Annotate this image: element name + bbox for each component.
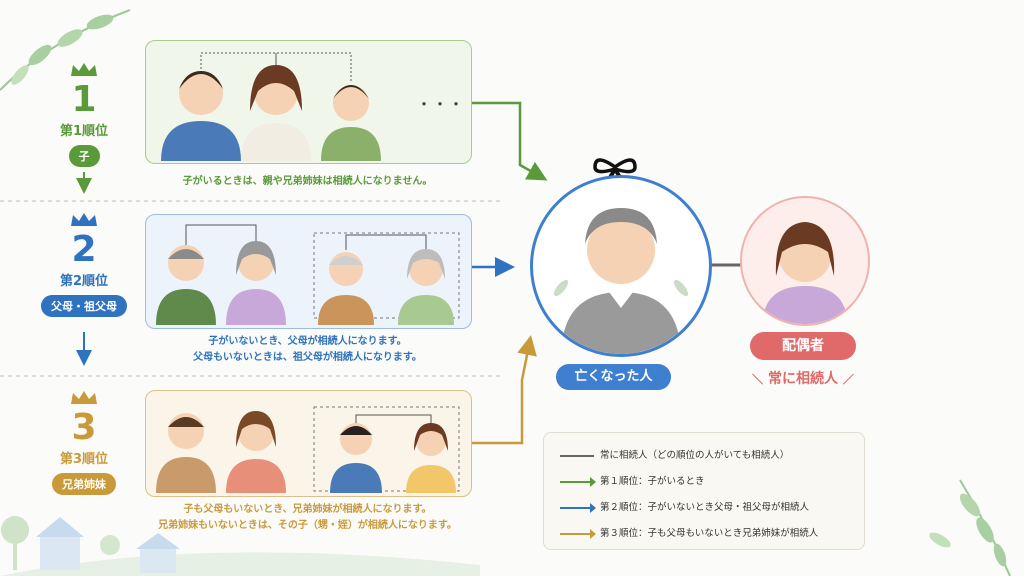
rank-number: 3	[71, 407, 97, 448]
town-decoration-icon	[0, 516, 480, 576]
siblings-illustration	[156, 406, 460, 493]
spouse-label: 配偶者	[750, 332, 856, 360]
deceased-portrait	[530, 175, 712, 357]
caption-line: 父母もいないときは、祖父母が相続人になります。	[193, 352, 422, 363]
crown-icon	[71, 63, 97, 76]
rank-1-caption: 子がいるときは、親や兄弟姉妹は相続人になりません。	[140, 174, 475, 190]
legend-item-rank3: 第３順位：子も父母もいないとき兄弟姉妹が相続人	[560, 525, 818, 539]
spark-icon: ／	[842, 373, 854, 386]
children-illustration	[161, 52, 381, 161]
rank-1-people-box: ・・・	[145, 40, 472, 164]
rank-number: 1	[71, 79, 97, 120]
rank-pill: 父母・祖父母	[41, 295, 127, 317]
rank-3: 3 第3順位 兄弟姉妹	[39, 390, 129, 495]
legend-item-rank1: 第１順位：子がいるとき	[560, 473, 705, 487]
rank-pill: 子	[68, 145, 100, 167]
rank-label: 第3順位	[59, 452, 109, 467]
rank-1: 1 第1順位 子	[39, 62, 129, 167]
crown-icon	[71, 391, 97, 404]
caption-line: 子がいないとき、父母が相続人になります。	[208, 336, 407, 347]
rank-label: 第2順位	[59, 274, 109, 289]
rank-3-people-box	[145, 390, 472, 497]
leaf-decoration-icon	[929, 479, 1011, 576]
caption-line: 子がいるときは、親や兄弟姉妹は相続人になりません。	[182, 176, 433, 187]
rank-number: 2	[71, 229, 97, 270]
caption-line: 兄弟姉妹もいないときは、その子（甥・姪）が相続人になります。	[158, 520, 457, 531]
elderly-woman-illustration	[762, 222, 848, 324]
spark-icon: ＼	[752, 373, 764, 386]
spouse-portrait	[740, 196, 870, 326]
spouse-sublabel: ＼ 常に相続人 ／	[740, 368, 866, 388]
caption-line: 子も父母もいないとき、兄弟姉妹が相続人になります。	[183, 504, 432, 515]
rank-pill: 兄弟姉妹	[52, 473, 116, 495]
more-indicator: ・・・	[416, 95, 465, 114]
legend: 常に相続人（どの順位の人がいても相続人） 第１順位：子がいるとき 第２順位：子が…	[543, 432, 865, 550]
parents-grandparents-illustration	[156, 224, 460, 325]
legend-item-always: 常に相続人（どの順位の人がいても相続人）	[560, 447, 789, 461]
spouse-sublabel-text: 常に相続人	[768, 371, 838, 387]
legend-item-rank2: 第２順位：子がいないとき父母・祖父母が相続人	[560, 499, 809, 513]
leaf-decoration-icon	[0, 9, 131, 91]
rank-3-caption: 子も父母もいないとき、兄弟姉妹が相続人になります。 兄弟姉妹もいないときは、その…	[120, 502, 495, 534]
rank-2: 2 第2順位 父母・祖父母	[39, 212, 129, 317]
crown-icon	[71, 213, 97, 226]
rank-2-people-box	[145, 214, 472, 329]
elderly-man-illustration	[553, 208, 689, 354]
deceased-label: 亡くなった人	[556, 364, 671, 390]
rank-label: 第1順位	[59, 124, 109, 139]
rank-2-caption: 子がいないとき、父母が相続人になります。 父母もいないときは、祖父母が相続人にな…	[140, 334, 475, 366]
